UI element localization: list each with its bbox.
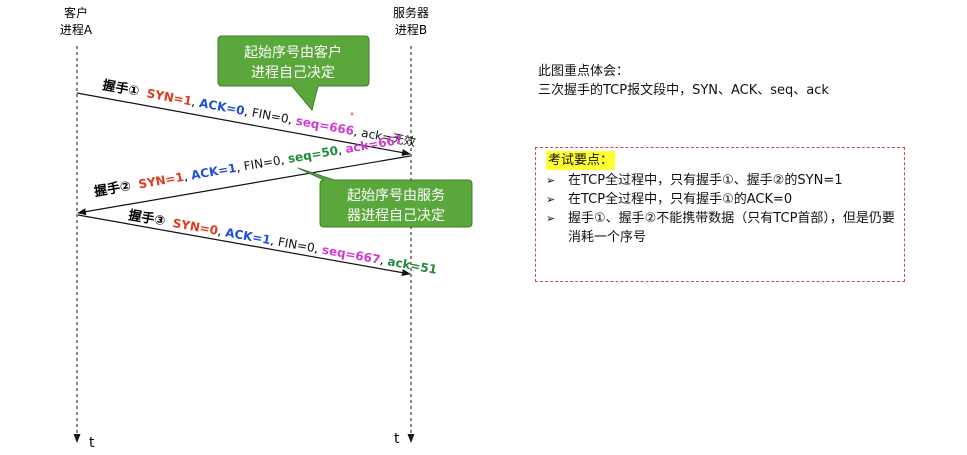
callout-client-seq-line2: 进程自己决定	[251, 65, 335, 81]
handshake-3-field-ack-num: ack=51	[386, 254, 438, 277]
exam-point: ➢ 握手①、握手②不能携带数据（只有TCP首部），但是仍要消耗一个序号	[544, 209, 896, 247]
key-note-line2: 三次握手的TCP报文段中，SYN、ACK、seq、ack	[538, 83, 829, 98]
handshake-2-arrow	[77, 155, 411, 216]
arrow-bullet-icon: ➢	[546, 212, 556, 225]
exam-point: ➢ 在TCP全过程中，只有握手①的ACK=0	[544, 190, 896, 209]
callout-server-seq-line2: 器进程自己决定	[347, 208, 445, 224]
small-mark: *	[350, 111, 354, 120]
handshake-2-field-fin: FIN=0	[243, 153, 282, 173]
server-time-label: t	[394, 431, 400, 447]
server-title-line2: 进程B	[395, 22, 427, 37]
handshake-2-field-syn: SYN=1	[137, 170, 184, 192]
callout-server-seq-line1: 起始序号由服务	[347, 188, 445, 204]
handshake-3-arrow	[77, 214, 411, 277]
callout-client-seq-line1: 起始序号由客户	[244, 44, 342, 61]
handshake-3-field-ack-flag: ACK=1	[224, 225, 272, 247]
exam-point-text: 在TCP全过程中，只有握手①的ACK=0	[568, 192, 793, 207]
callout-server-seq-shape	[297, 167, 473, 228]
client-time-label: t	[89, 435, 95, 451]
handshake-2-field-seq: seq=50	[287, 144, 339, 166]
arrow-bullet-icon: ➢	[546, 193, 556, 206]
server-title-line1: 服务器	[393, 5, 429, 20]
handshake-1-title: 握手①	[101, 77, 140, 99]
key-note-line1: 此图重点体会：	[538, 64, 630, 79]
exam-points-title: 考试要点：	[546, 151, 616, 170]
exam-points-box: 考试要点： ➢ 在TCP全过程中，只有握手①、握手②的SYN=1 ➢ 在TCP全…	[535, 147, 905, 282]
arrow-bullet-icon: ➢	[546, 174, 556, 187]
exam-point-text: 在TCP全过程中，只有握手①、握手②的SYN=1	[568, 173, 843, 188]
exam-point-text: 握手①、握手②不能携带数据（只有TCP首部），但是仍要消耗一个序号	[568, 211, 895, 245]
handshake-1-field-syn: SYN=1	[146, 86, 194, 108]
callout-client-seq-shape	[217, 35, 370, 112]
handshake-1-arrow	[76, 92, 411, 157]
handshake-2-title: 握手②	[93, 178, 132, 200]
callout-server-seq: 起始序号由服务 器进程自己决定	[297, 167, 473, 228]
exam-points-list: ➢ 在TCP全过程中，只有握手①、握手②的SYN=1 ➢ 在TCP全过程中，只有…	[544, 171, 896, 247]
handshake-3-field-fin: FIN=0	[277, 235, 316, 255]
handshake-1-field-ack-flag: ACK=0	[198, 96, 246, 118]
handshake-3-field-syn: SYN=0	[172, 216, 220, 238]
handshake-1-field-fin: FIN=0	[251, 106, 290, 126]
exam-point: ➢ 在TCP全过程中，只有握手①、握手②的SYN=1	[544, 171, 896, 190]
callout-client-seq: 起始序号由客户 进程自己决定	[217, 35, 370, 112]
handshake-2-field-ack-flag: ACK=1	[190, 161, 238, 183]
handshake-3-title: 握手③	[127, 207, 166, 229]
key-note: 此图重点体会： 三次握手的TCP报文段中，SYN、ACK、seq、ack	[538, 62, 918, 100]
client-title-line2: 进程A	[60, 22, 93, 37]
client-title-line1: 客户	[64, 5, 88, 20]
